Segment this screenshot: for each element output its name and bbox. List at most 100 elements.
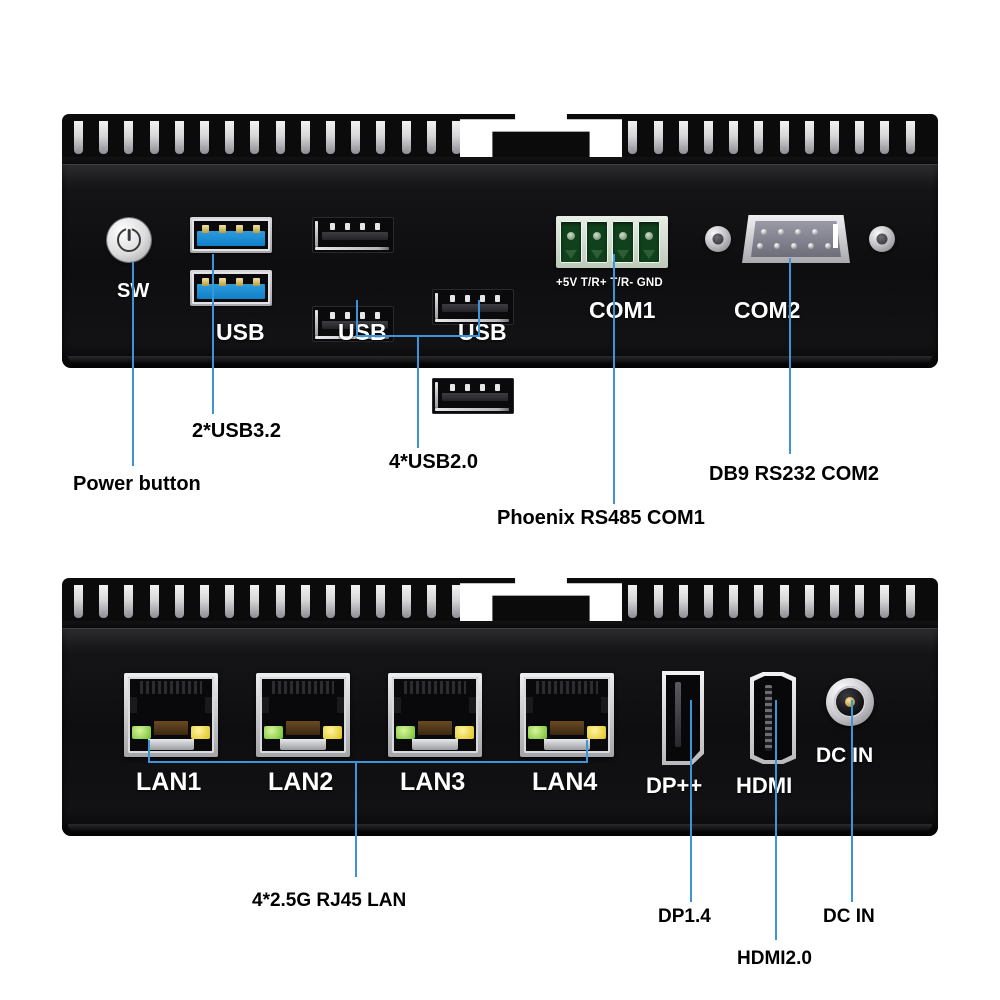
usb2-pin xyxy=(495,384,500,391)
usb2-pin xyxy=(375,312,380,319)
power-button[interactable] xyxy=(107,218,151,262)
db9-jackscrew-left xyxy=(705,226,731,252)
heatsink-fin xyxy=(628,121,638,154)
heatsink-fins-bottom xyxy=(62,578,938,630)
phoenix-screw xyxy=(593,232,601,240)
phoenix-position-2[interactable] xyxy=(586,221,608,263)
rj45-latch-left xyxy=(526,697,533,713)
heatsink-fin xyxy=(880,121,890,154)
usb3-port-lower[interactable] xyxy=(190,270,272,306)
phoenix-position-3[interactable] xyxy=(612,221,634,263)
heatsink-fin xyxy=(99,585,109,618)
leader-rs232 xyxy=(789,258,791,454)
callout-usb20: 4*USB2.0 xyxy=(389,451,478,473)
hdmi-silk-label: HDMI xyxy=(736,773,793,798)
leader-usb20-b xyxy=(478,300,480,336)
usb3-pin xyxy=(219,225,226,233)
usb3-pin xyxy=(202,278,209,286)
rj45-port-lan3[interactable] xyxy=(388,673,482,757)
rj45-latch-right xyxy=(469,697,476,713)
heatsink-fin xyxy=(149,585,159,618)
heatsink-fin xyxy=(275,585,285,618)
rj45-port-lan4[interactable] xyxy=(520,673,614,757)
usb2-edge-left xyxy=(315,221,318,247)
phoenix-position-4[interactable] xyxy=(638,221,660,263)
heatsink-fin xyxy=(376,121,386,154)
panel-lip-bottom xyxy=(68,824,932,831)
usb2-pin xyxy=(330,312,335,319)
heatsink-fin xyxy=(225,585,235,618)
front-io-panel: SW US xyxy=(62,114,938,414)
leader-lan-join xyxy=(148,761,588,763)
panel-lip-top xyxy=(68,356,932,363)
phoenix-screw xyxy=(567,232,575,240)
heatsink-fin xyxy=(174,121,184,154)
lan4-silk-label: LAN4 xyxy=(532,768,598,796)
dc-in-silk-label: DC IN xyxy=(816,744,874,767)
lan2-silk-label: LAN2 xyxy=(268,768,334,796)
rj45-clip-recess xyxy=(286,721,320,735)
heatsink-fin xyxy=(124,121,134,154)
rj45-tongue xyxy=(148,739,194,750)
rj45-led-yellow xyxy=(191,726,210,739)
heatsink-fin xyxy=(452,585,461,618)
displayport-port[interactable] xyxy=(662,671,704,765)
phoenix-position-1[interactable] xyxy=(560,221,582,263)
rj45-port-lan1[interactable] xyxy=(124,673,218,757)
rj45-led-green xyxy=(264,726,283,739)
phoenix-screw xyxy=(619,232,627,240)
usb2-pin xyxy=(345,223,350,230)
heatsink-fin xyxy=(225,121,235,154)
usb2-port-1[interactable] xyxy=(312,217,394,253)
heatsink-fin xyxy=(830,121,839,154)
phoenix-arrow xyxy=(617,250,629,259)
usb2-pin xyxy=(375,223,380,230)
phoenix-arrow xyxy=(565,250,577,259)
panel-sheen-top xyxy=(62,164,938,190)
heatsink-fin xyxy=(124,585,134,618)
heatsink-fin xyxy=(300,121,310,154)
heatsink-fin xyxy=(452,121,461,154)
leader-usb20 xyxy=(417,335,419,448)
heatsink-fin xyxy=(804,585,814,618)
usb2-port-4[interactable] xyxy=(432,378,514,414)
db9-pin xyxy=(778,229,784,235)
usb2-edge-left xyxy=(435,293,438,319)
usb3-pin xyxy=(253,278,260,286)
heatsink-fin xyxy=(376,585,386,618)
heatsink-fin xyxy=(200,585,209,618)
usb3-pin xyxy=(202,225,209,233)
phoenix-terminal-block[interactable] xyxy=(556,216,668,268)
usb3-pin xyxy=(236,225,243,233)
heatsink-fin xyxy=(351,121,361,154)
heatsink-fin xyxy=(754,121,764,154)
heatsink-fin xyxy=(830,585,839,618)
lan1-silk-label: LAN1 xyxy=(136,768,202,796)
rj45-contact-slots xyxy=(404,681,466,694)
heatsink-fin xyxy=(326,585,335,618)
usb3-port-upper[interactable] xyxy=(190,217,272,253)
usb3-pin xyxy=(219,278,226,286)
db9-insulator xyxy=(751,221,841,257)
heatsink-fin xyxy=(300,585,310,618)
heatsink-fin xyxy=(729,121,739,154)
rj45-latch-left xyxy=(130,697,137,713)
dc-in-jack[interactable] xyxy=(826,678,874,726)
rj45-port-lan2[interactable] xyxy=(256,673,350,757)
heatsink-fin xyxy=(401,585,411,618)
rj45-cavity xyxy=(524,677,610,753)
leader-lan-a xyxy=(148,740,150,762)
hdmi-port[interactable] xyxy=(750,672,796,764)
heatsink-fin xyxy=(905,585,915,618)
rear-panel-face: LAN1 LAN2 LAN3 LAN4 DP++ HDMI xyxy=(62,628,938,836)
callout-lan: 4*2.5G RJ45 LAN xyxy=(252,890,407,911)
db9-pin xyxy=(808,243,814,249)
heatsink-fin xyxy=(74,121,83,154)
leader-hdmi xyxy=(775,700,777,940)
rj45-led-yellow xyxy=(455,726,474,739)
usb2-port-3[interactable] xyxy=(432,289,514,325)
rj45-latch-left xyxy=(262,697,269,713)
rj45-contact-slots xyxy=(272,681,334,694)
db9-connector[interactable] xyxy=(742,215,850,263)
heatsink-fin xyxy=(74,585,83,618)
